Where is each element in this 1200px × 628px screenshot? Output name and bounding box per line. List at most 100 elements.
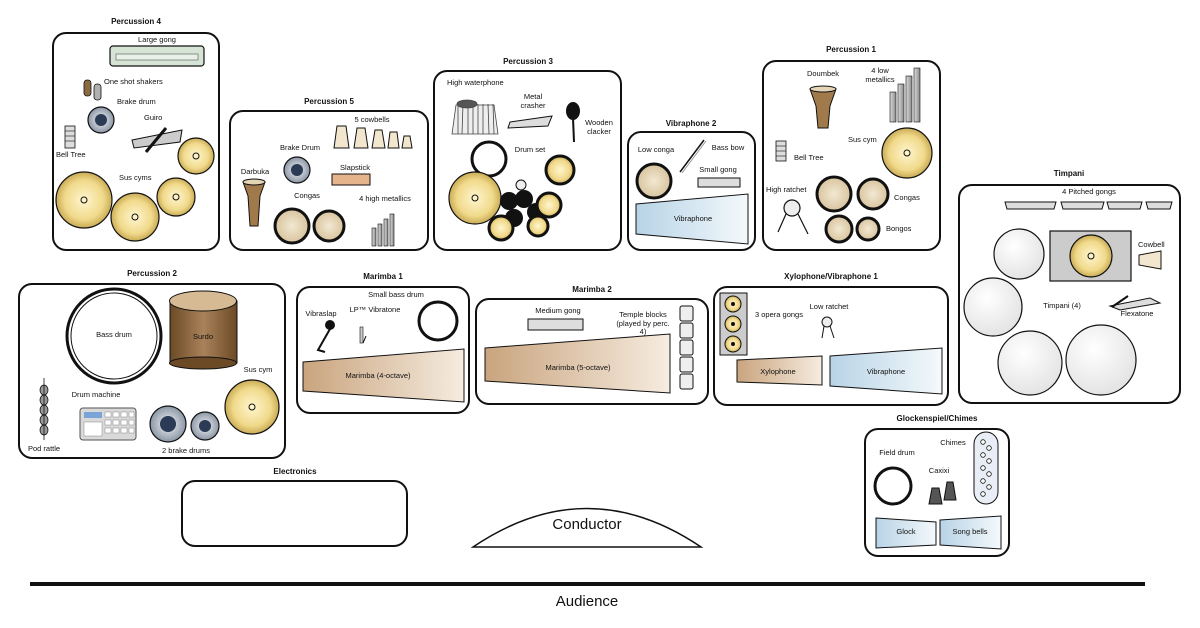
percussion1-title: Percussion 1 bbox=[826, 45, 876, 54]
timpani-drum-icon bbox=[963, 228, 1137, 396]
congas-label: Congas bbox=[294, 191, 320, 200]
flexatone-icon bbox=[1108, 295, 1162, 311]
sus-cym-label: Sus cym bbox=[848, 135, 877, 144]
cowbell-icon bbox=[1138, 250, 1162, 270]
glock-title: Glockenspiel/Chimes bbox=[896, 414, 978, 423]
flexatone-label: Flexatone bbox=[1120, 309, 1154, 318]
song-bells-label: Song bells bbox=[952, 527, 988, 536]
opera-gongs-icon bbox=[719, 292, 748, 356]
large-gong-label: Large gong bbox=[138, 35, 176, 44]
percussion4-title: Percussion 4 bbox=[111, 17, 161, 26]
vibratone-label: LP™ Vibratone bbox=[349, 305, 401, 314]
electronics-title: Electronics bbox=[273, 467, 317, 476]
bass-drum-icon bbox=[65, 287, 163, 385]
xylophone-icon bbox=[736, 355, 823, 386]
pod-rattle-label: Pod rattle bbox=[28, 444, 61, 453]
vibraslap-label: Vibraslap bbox=[305, 309, 337, 318]
marimba1-title: Marimba 1 bbox=[363, 272, 403, 281]
drum-machine-icon bbox=[79, 407, 137, 441]
electronics-area bbox=[181, 480, 408, 547]
slapstick-icon bbox=[331, 173, 371, 186]
pitched-gongs-icon bbox=[1004, 201, 1173, 210]
waterphone-icon bbox=[451, 99, 499, 135]
timpani-title: Timpani bbox=[1053, 169, 1085, 178]
low-metallics-icon bbox=[889, 67, 921, 123]
vibraphone-label: Vibraphone bbox=[866, 367, 906, 376]
high-ratchet-icon bbox=[777, 199, 809, 235]
doumbek-icon bbox=[809, 88, 837, 129]
medium-gong-label: Medium gong bbox=[535, 306, 581, 315]
sus-cym-icon bbox=[55, 137, 215, 242]
sus-cym-icon bbox=[881, 127, 933, 179]
percussion5-title: Percussion 5 bbox=[304, 97, 354, 106]
caxixi-label: Caxixi bbox=[928, 466, 950, 475]
bongo-icon bbox=[824, 214, 854, 244]
glock-icon bbox=[875, 517, 937, 549]
xylovibe1-title: Xylophone/Vibraphone 1 bbox=[784, 272, 878, 281]
brake-drum-label: Brake drum bbox=[117, 97, 156, 106]
vibraphone-icon bbox=[829, 347, 943, 395]
percussion2-title: Percussion 2 bbox=[127, 269, 177, 278]
wooden-clacker-icon bbox=[566, 102, 580, 143]
low-metallics-label: 4 low metallics bbox=[865, 66, 895, 84]
metal-crasher-label: Metal crasher bbox=[520, 92, 546, 110]
congas-label: Congas bbox=[894, 193, 920, 202]
cowbells-label: 5 cowbells bbox=[354, 115, 390, 124]
bass-bow-icon bbox=[679, 139, 705, 173]
sus-cym-icon bbox=[1069, 234, 1113, 278]
wooden-clacker-label: Wooden clacker bbox=[585, 118, 613, 136]
vibraslap-icon bbox=[316, 320, 335, 353]
opera-gongs-label: 3 opera gongs bbox=[755, 310, 803, 319]
small-gong-label: Small gong bbox=[699, 165, 737, 174]
marimba-label: Marimba (5-octave) bbox=[545, 363, 611, 372]
audience-label: Audience bbox=[555, 593, 619, 610]
conductor-label: Conductor bbox=[552, 516, 622, 533]
bell-tree-icon bbox=[64, 125, 76, 149]
waterphone-label: High waterphone bbox=[447, 78, 504, 87]
darbuka-label: Darbuka bbox=[240, 167, 270, 176]
sus-cym-label: Sus cym bbox=[243, 365, 273, 374]
doumbek-label: Doumbek bbox=[806, 69, 840, 78]
shaker-icon bbox=[83, 79, 92, 97]
slapstick-label: Slapstick bbox=[339, 163, 371, 172]
bass-drum-label: Bass drum bbox=[96, 330, 132, 339]
high-metallics-label: 4 high metallics bbox=[359, 194, 411, 203]
pitched-gongs-label: 4 Pitched gongs bbox=[1062, 187, 1116, 196]
bass-bow-label: Bass bow bbox=[711, 143, 745, 152]
small-bass-drum-icon bbox=[417, 300, 459, 342]
bongos-label: Bongos bbox=[886, 224, 912, 233]
temple-blocks-label: Temple blocks (played by perc. 4) bbox=[616, 310, 670, 337]
low-ratchet-label: Low ratchet bbox=[809, 302, 849, 311]
glock-label: Glock bbox=[896, 527, 916, 536]
small-bass-drum-label: Small bass drum bbox=[368, 290, 424, 299]
low-ratchet-icon bbox=[821, 316, 835, 339]
bell-tree-label: Bell Tree bbox=[794, 153, 824, 162]
marimba2-title: Marimba 2 bbox=[572, 285, 612, 294]
caxixi-icon bbox=[928, 481, 957, 505]
field-drum-icon bbox=[873, 466, 913, 506]
drum-set-label: Drum set bbox=[514, 145, 546, 154]
drum-machine-label: Drum machine bbox=[71, 390, 121, 399]
brake-drum-label: Brake Drum bbox=[279, 143, 321, 152]
cowbell-label: Cowbell bbox=[1138, 240, 1165, 249]
darbuka-icon bbox=[242, 181, 266, 227]
field-drum-label: Field drum bbox=[879, 448, 915, 457]
percussion3-title: Percussion 3 bbox=[503, 57, 553, 66]
bell-tree-label: Bell Tree bbox=[56, 150, 86, 159]
low-conga-label: Low conga bbox=[637, 145, 675, 154]
chimes-icon bbox=[973, 431, 999, 505]
small-gong-icon bbox=[697, 177, 741, 188]
high-ratchet-label: High ratchet bbox=[766, 185, 807, 194]
shakers-label: One shot shakers bbox=[104, 77, 163, 86]
cowbells-icon bbox=[333, 125, 413, 149]
guiro-label: Guiro bbox=[144, 113, 163, 122]
metal-crasher-icon bbox=[507, 115, 553, 129]
sus-cym-icon bbox=[224, 379, 280, 435]
timpani-label: Timpani (4) bbox=[1043, 301, 1081, 310]
vibratone-icon bbox=[359, 326, 367, 344]
temple-blocks-icon bbox=[679, 305, 694, 390]
medium-gong-icon bbox=[527, 318, 584, 331]
surdo-label: Surdo bbox=[192, 332, 214, 341]
vibraphone2-title: Vibraphone 2 bbox=[665, 119, 717, 128]
marimba-icon bbox=[484, 333, 671, 394]
